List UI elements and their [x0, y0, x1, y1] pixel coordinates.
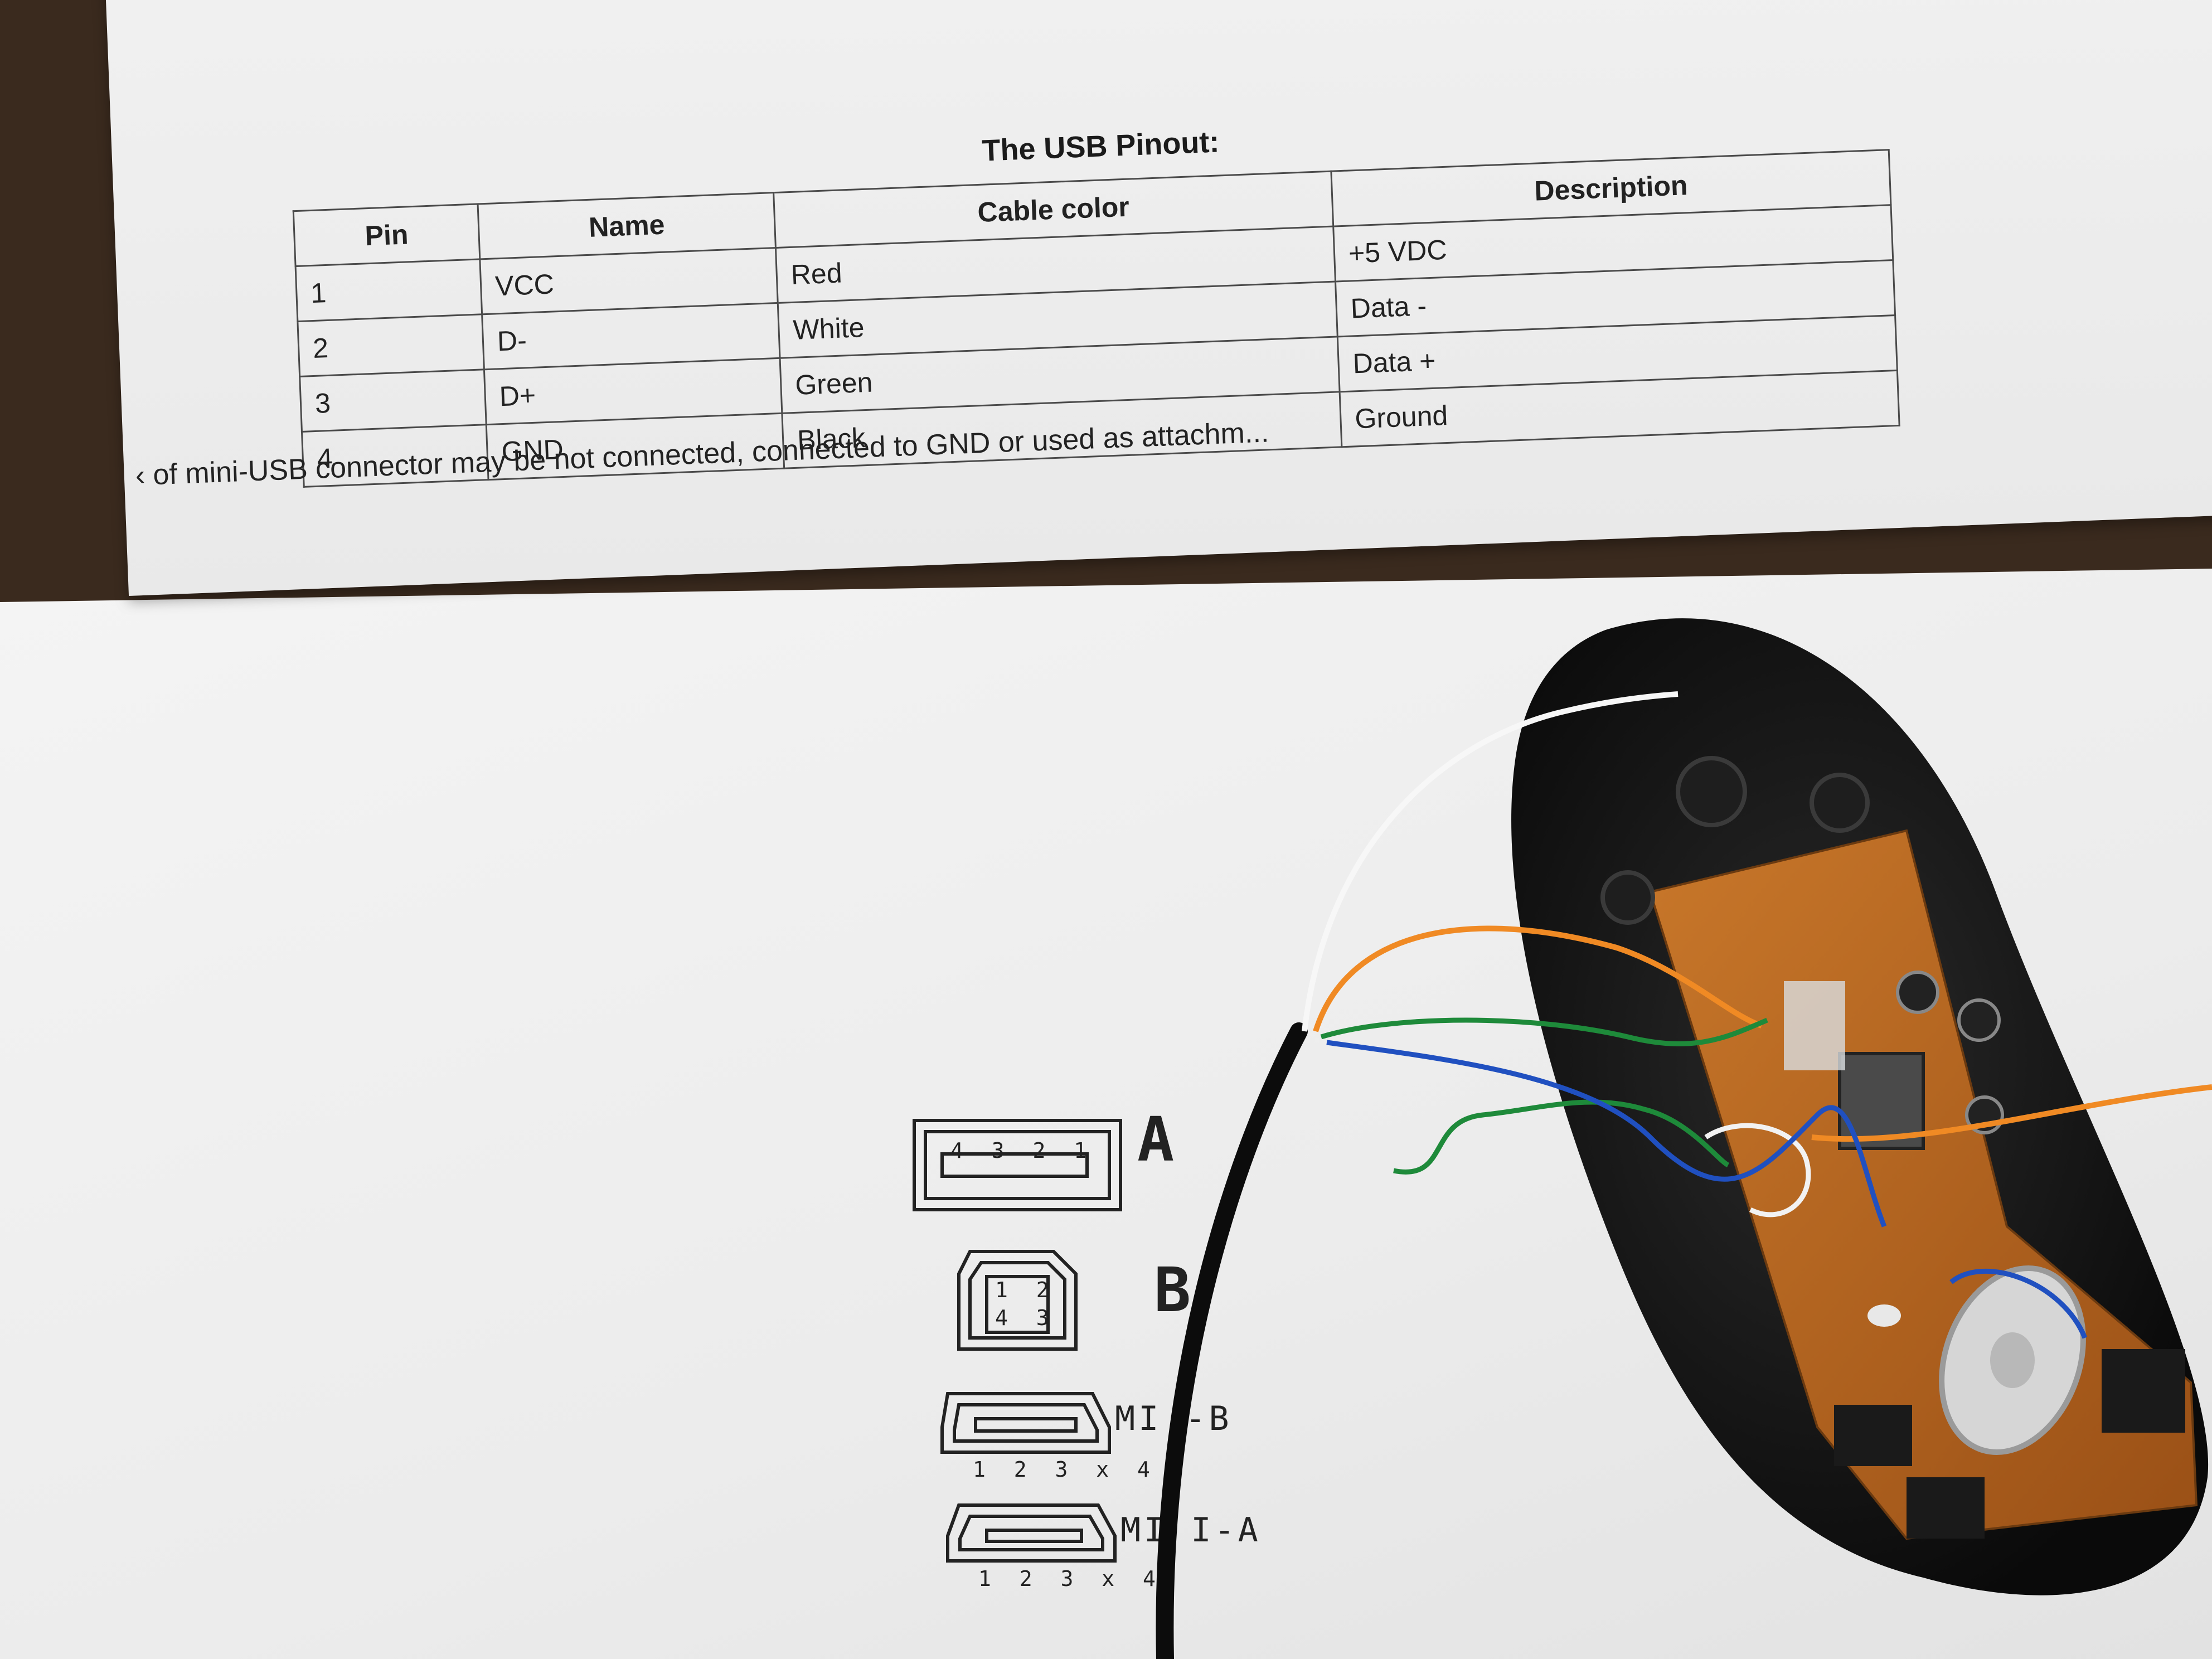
usb-a-pin-numbers: 4 3 2 1 — [950, 1138, 1095, 1163]
capacitor — [1957, 998, 2001, 1042]
mouse-screw-post — [1810, 773, 1870, 833]
wire-white-inner — [1704, 1123, 1811, 1217]
scroll-wheel-hub — [1990, 1332, 2035, 1388]
usb-cable-black — [1156, 1022, 1308, 1659]
wire-orange — [1313, 925, 1763, 1032]
usb-connector-drawings — [913, 1119, 1122, 1563]
usb-b-label: B — [1154, 1254, 1191, 1326]
mouse-screw-post — [1600, 870, 1655, 925]
click-switch — [1907, 1477, 1985, 1539]
usb-a-connector-drawing — [913, 1119, 1122, 1211]
wire-blue — [1326, 1040, 1887, 1228]
mouse-screw-post — [1676, 756, 1747, 827]
mini-a-connector-drawing — [946, 1503, 1117, 1563]
capacitor — [1896, 971, 1939, 1014]
click-switch — [1834, 1405, 1912, 1466]
wire-green-loop — [1393, 1099, 1730, 1175]
mini-b-connector-drawing — [940, 1392, 1111, 1454]
usb-b-connector-drawing — [957, 1250, 1078, 1351]
sensor-lens — [1784, 981, 1845, 1070]
mini-b-pin-numbers: 1 2 3 x 4 — [973, 1457, 1158, 1482]
usb-b-pin-numbers-bottom: 4 3 — [995, 1306, 1057, 1330]
usb-b-pin-numbers-top: 1 2 — [995, 1278, 1057, 1302]
mini-a-label: MI I-A — [1120, 1511, 1262, 1550]
wire-orange-right — [1811, 1084, 2212, 1142]
wire-blue-wheel — [1949, 1268, 2088, 1339]
wire-green — [1320, 1017, 1768, 1046]
wire-white — [1302, 691, 1679, 1032]
mini-a-pin-numbers: 1 2 3 x 4 — [978, 1566, 1163, 1591]
usb-a-label: A — [1137, 1104, 1175, 1175]
click-switch — [2102, 1349, 2185, 1433]
led — [1867, 1304, 1901, 1327]
